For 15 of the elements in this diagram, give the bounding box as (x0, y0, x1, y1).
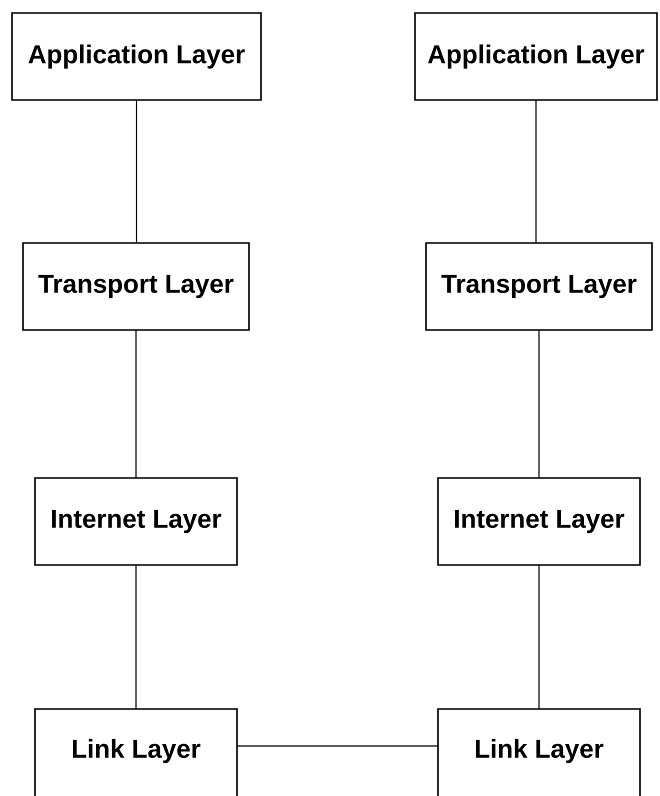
connector-line (135, 330, 137, 478)
connector-line (237, 745, 438, 747)
connector-line (538, 565, 540, 709)
layer-box: Link Layer (34, 708, 238, 796)
layer-box: Link Layer (437, 708, 641, 796)
layer-box: Application Layer (11, 12, 262, 101)
connector-line (535, 100, 537, 243)
layer-box: Internet Layer (34, 477, 238, 566)
connector-line (538, 330, 540, 478)
layer-box: Application Layer (414, 12, 658, 101)
layer-box: Internet Layer (437, 477, 641, 566)
connector-line (135, 565, 137, 709)
layer-box: Transport Layer (22, 242, 250, 331)
layer-box: Transport Layer (425, 242, 653, 331)
connector-line (136, 100, 138, 243)
